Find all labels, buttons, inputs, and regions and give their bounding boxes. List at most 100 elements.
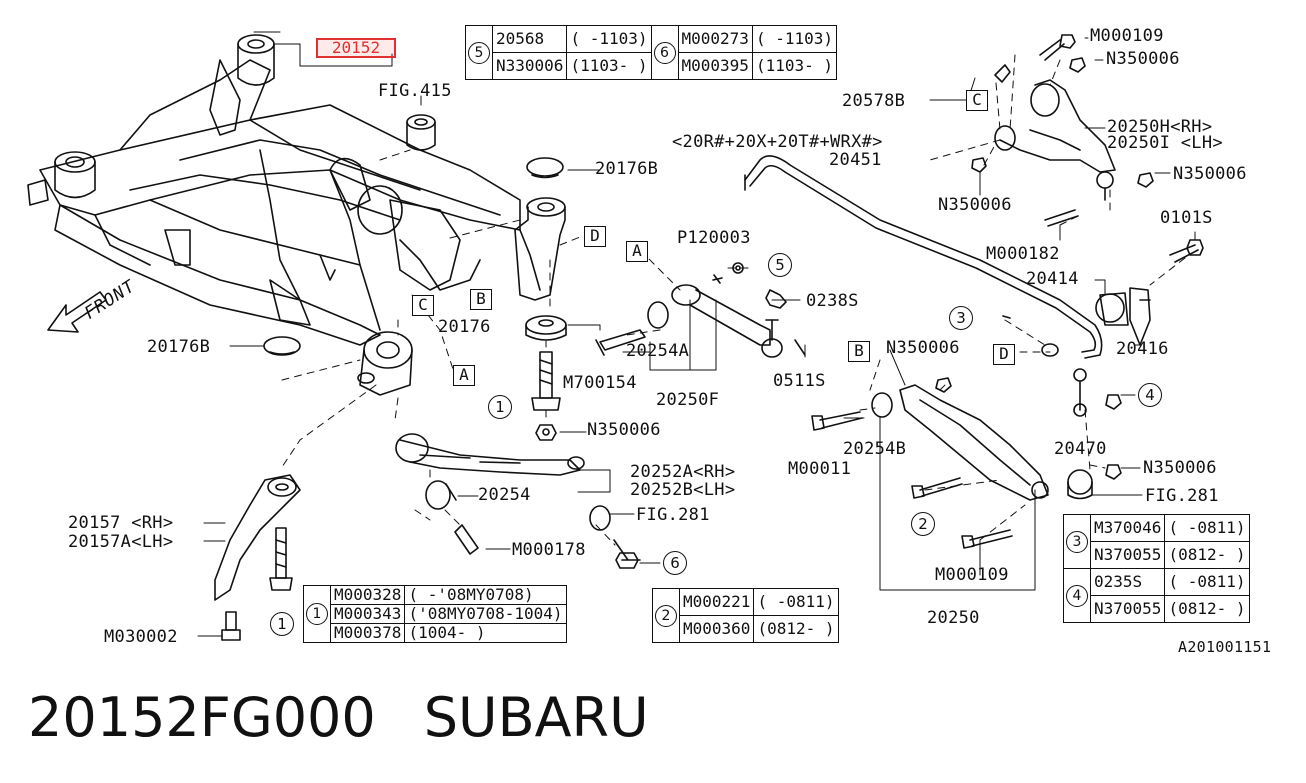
ref-box-a-left: A [453,365,475,386]
table-cell-part[interactable]: N370055 [1089,541,1166,569]
label-0101s[interactable]: 0101S [1160,208,1213,228]
table-cell-part[interactable]: N370055 [1089,595,1166,623]
trailing-link-drawing [395,433,641,569]
label-20451[interactable]: 20451 [829,150,882,170]
footer-brand: SUBARU [423,686,649,749]
label-n350006-r2[interactable]: N350006 [1143,458,1217,478]
table-ref-1-number: 1 [306,603,328,625]
label-20252a[interactable]: 20252A<RH> [630,462,736,482]
label-20470[interactable]: 20470 [1054,439,1107,459]
label-20414[interactable]: 20414 [1026,269,1079,289]
label-n350006-mid[interactable]: N350006 [587,420,661,440]
ref-box-a-right: A [626,241,648,262]
label-fig281-r[interactable]: FIG.281 [1145,486,1219,506]
circled-ref-4: 4 [1138,383,1162,407]
ref-box-c-right: C [966,90,988,111]
table-cell-range: (0812- ) [753,615,839,643]
footer-part-number: 20152FG000 [28,686,376,749]
table-cell-part[interactable]: M000328 [329,585,406,605]
table-cell-range: ( -'08MY0708) [404,585,567,605]
table-cell-part[interactable]: M000378 [329,623,406,643]
table-cell-part[interactable]: 20568 [491,25,568,53]
drawing-id: A201001151 [1178,638,1272,656]
table-cell-range: ( -1103) [566,25,652,53]
ref-box-b-right: B [848,341,870,362]
label-fig415[interactable]: FIG.415 [378,81,452,101]
ref-box-c-left: C [412,295,434,316]
table-ref-4-number: 4 [1066,584,1088,607]
label-20250h[interactable]: 20250H<RH> [1107,117,1213,137]
table-cell-part[interactable]: M370046 [1089,514,1166,542]
label-20578b[interactable]: 20578B [842,91,906,111]
label-0511s[interactable]: 0511S [773,371,826,391]
label-m000109-bot[interactable]: M000109 [935,565,1009,585]
table-ref-5-number: 5 [468,41,490,64]
label-n350006-tr2[interactable]: N350006 [938,195,1012,215]
table-cell-part[interactable]: M000273 [677,25,753,53]
label-20250[interactable]: 20250 [927,608,980,628]
table-cell-range: ('08MY0708-1004) [404,604,567,624]
circled-ref-1-center: 1 [488,395,512,419]
label-20250f[interactable]: 20250F [656,390,720,410]
label-p120003[interactable]: P120003 [677,228,751,248]
subframe-drawing [27,34,521,396]
table-ref-2-number: 2 [655,604,677,627]
table-cell-range: (0812- ) [1164,595,1250,623]
label-n350006-tr1[interactable]: N350006 [1106,49,1180,69]
label-20252b[interactable]: 20252B<LH> [630,480,736,500]
table-cell-range: ( -1103) [751,25,838,53]
label-20176[interactable]: 20176 [438,317,491,337]
bushing-fig415-drawing [406,114,436,151]
table-cell-part[interactable]: 0235S [1089,568,1166,596]
footer-title: 20152FG000 SUBARU [28,688,649,748]
label-20176b-top[interactable]: 20176B [595,159,659,179]
ref-box-d-right: D [993,344,1015,365]
label-20176b-left[interactable]: 20176B [147,337,211,357]
front-arrow-icon [47,291,107,333]
label-20254b[interactable]: 20254B [843,439,907,459]
label-20157a[interactable]: 20157A<LH> [68,532,174,552]
stabilizer-link-drawing [1002,315,1122,480]
table-cell-part[interactable]: M000395 [677,52,753,80]
label-variant: <20R#+20X+20T#+WRX#> [672,132,883,152]
highlighted-part-label[interactable]: 20152 [316,38,396,58]
table-ref-1: 1 M000328 ( -'08MY0708) M000343 ('08MY07… [303,585,567,643]
label-m000109-top[interactable]: M000109 [1090,26,1164,46]
label-20157[interactable]: 20157 <RH> [68,513,174,533]
left-bushing-drawing [263,336,301,356]
center-mount-drawing [514,157,567,441]
upper-arm-drawing [971,34,1154,227]
circled-ref-1-left: 1 [270,612,294,636]
table-cell-part[interactable]: M000343 [329,604,406,624]
leader-lines [197,31,1196,637]
label-n350006-r[interactable]: N350006 [886,338,960,358]
label-n350006-tr3[interactable]: N350006 [1173,164,1247,184]
label-m000178[interactable]: M000178 [512,540,586,560]
table-refs-5-6: 5 20568 ( -1103) 6 M000273 ( -1103) N330… [465,25,838,80]
label-20250i[interactable]: 20250I <LH> [1107,133,1223,153]
table-cell-range: ( -0811) [753,588,839,616]
table-cell-part[interactable]: N330006 [491,52,568,80]
table-cell-range: ( -0811) [1164,514,1250,542]
table-ref-2: 2 M000221 ( -0811) M000360 (0812- ) [652,588,839,643]
circled-ref-3: 3 [949,306,973,330]
label-20416[interactable]: 20416 [1116,339,1169,359]
label-fig281-mid[interactable]: FIG.281 [636,505,710,525]
label-20254[interactable]: 20254 [478,485,531,505]
table-cell-part[interactable]: M000360 [678,615,755,643]
table-cell-range: (1103- ) [566,52,652,80]
table-cell-range: ( -0811) [1164,568,1250,596]
label-m030002[interactable]: M030002 [104,627,178,647]
table-cell-range: (1103- ) [751,52,838,80]
diagram-drawing [27,31,1204,641]
circled-ref-5: 5 [768,253,792,277]
label-m000182[interactable]: M000182 [986,244,1060,264]
table-cell-part[interactable]: M000221 [678,588,755,616]
table-cell-range: (1004- ) [404,623,567,643]
label-m00011[interactable]: M00011 [788,459,852,479]
label-20254a[interactable]: 20254A [626,341,690,361]
ref-box-d-left: D [584,226,606,247]
label-m700154[interactable]: M700154 [563,373,637,393]
label-0238s[interactable]: 0238S [806,291,859,311]
